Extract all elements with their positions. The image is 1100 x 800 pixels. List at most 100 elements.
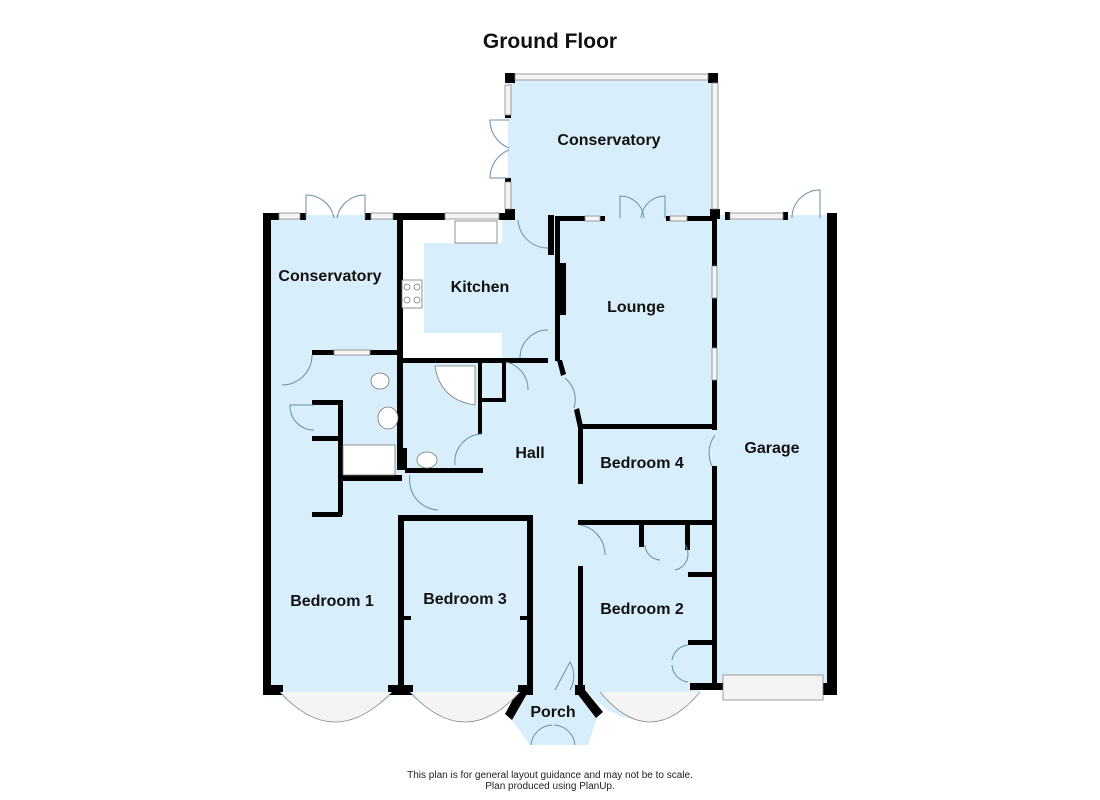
wall	[398, 515, 533, 521]
kitchen-sink-icon	[454, 220, 498, 244]
disclaimer-line-2: Plan produced using PlanUp.	[485, 781, 615, 792]
wall	[405, 468, 483, 473]
corner-bath-icon	[434, 365, 476, 406]
wall	[725, 212, 730, 220]
window	[584, 215, 601, 222]
wall	[548, 215, 554, 255]
bay-window	[409, 691, 521, 723]
wall	[827, 213, 837, 695]
room-labels: Conservatory Conservatory Kitchen Lounge…	[278, 132, 799, 721]
wall	[578, 520, 715, 525]
wall	[263, 213, 271, 695]
windows	[278, 73, 824, 723]
door-swing	[336, 194, 366, 219]
wall	[783, 212, 788, 220]
door-swing	[619, 195, 645, 219]
window	[669, 215, 688, 222]
door-swing	[454, 433, 483, 466]
doors	[281, 119, 821, 746]
window	[711, 347, 718, 381]
wall	[712, 213, 717, 266]
room-label-lounge: Lounge	[607, 299, 665, 316]
wall	[555, 216, 585, 221]
door-swing	[489, 119, 510, 149]
conservatory-top-area	[508, 78, 715, 218]
window	[504, 181, 512, 210]
door-swing	[554, 660, 575, 691]
door-swing	[289, 404, 315, 431]
wall	[823, 683, 837, 695]
door-swing	[505, 361, 529, 391]
window	[504, 84, 512, 116]
hob-ring	[403, 296, 411, 304]
wall	[690, 683, 730, 690]
door-swing	[281, 354, 313, 386]
window	[333, 349, 371, 356]
door-swing	[579, 524, 606, 556]
wall	[557, 360, 566, 376]
wall	[263, 685, 283, 695]
door-swing	[305, 194, 335, 219]
wall	[398, 358, 548, 363]
room-label-bedroom4: Bedroom 4	[600, 455, 684, 472]
wall	[708, 73, 718, 83]
toilet-icon	[370, 372, 390, 390]
wall	[312, 512, 342, 517]
room-label-hall: Hall	[515, 445, 544, 462]
room-label-bedroom3: Bedroom 3	[423, 591, 507, 608]
door-swing	[564, 377, 576, 409]
door-swing	[791, 189, 821, 219]
wall	[365, 213, 371, 220]
wall	[480, 398, 505, 402]
wall	[312, 436, 342, 441]
window	[370, 212, 394, 220]
window	[444, 212, 500, 220]
hob-ring	[413, 296, 421, 304]
door-swing	[517, 219, 549, 249]
wall	[312, 400, 342, 405]
disclaimer-line-1: This plan is for general layout guidance…	[407, 770, 693, 781]
door-swing	[644, 544, 661, 561]
wall	[685, 520, 690, 550]
wall	[518, 685, 533, 695]
garage-door	[722, 674, 824, 701]
hob-ring	[403, 283, 411, 291]
room-label-conservatory-top: Conservatory	[557, 132, 660, 149]
wall	[520, 616, 527, 620]
window	[278, 212, 301, 220]
chimney-breast	[557, 263, 566, 315]
room-label-bedroom2: Bedroom 2	[600, 601, 684, 618]
wall	[575, 685, 585, 695]
basin-icon	[377, 406, 399, 430]
door-swing	[640, 195, 666, 219]
door-swing	[409, 474, 439, 511]
room-label-garage: Garage	[744, 440, 799, 457]
wall	[502, 362, 506, 402]
wall	[666, 216, 670, 221]
room-label-conservatory-left: Conservatory	[278, 268, 381, 285]
fixtures	[342, 220, 498, 476]
wall	[505, 73, 515, 83]
wall	[505, 209, 515, 219]
wall	[578, 566, 583, 690]
wall	[527, 515, 533, 695]
wall	[600, 216, 605, 221]
door-swing	[530, 724, 576, 746]
room-label-kitchen: Kitchen	[451, 279, 510, 296]
door-swing	[708, 434, 716, 467]
window	[711, 265, 718, 299]
hob-ring	[413, 283, 421, 291]
window	[729, 212, 784, 220]
wall	[340, 475, 402, 481]
wall	[300, 213, 306, 220]
wall	[505, 114, 511, 118]
room-label-porch: Porch	[530, 704, 575, 721]
door-swing	[674, 544, 689, 571]
wall	[639, 520, 644, 547]
wall	[370, 350, 402, 355]
wall	[397, 213, 403, 363]
disclaimer: This plan is for general layout guidance…	[0, 770, 1100, 792]
wall	[712, 380, 717, 430]
room-label-bedroom1: Bedroom 1	[290, 593, 374, 610]
floor-title: Ground Floor	[482, 30, 618, 53]
